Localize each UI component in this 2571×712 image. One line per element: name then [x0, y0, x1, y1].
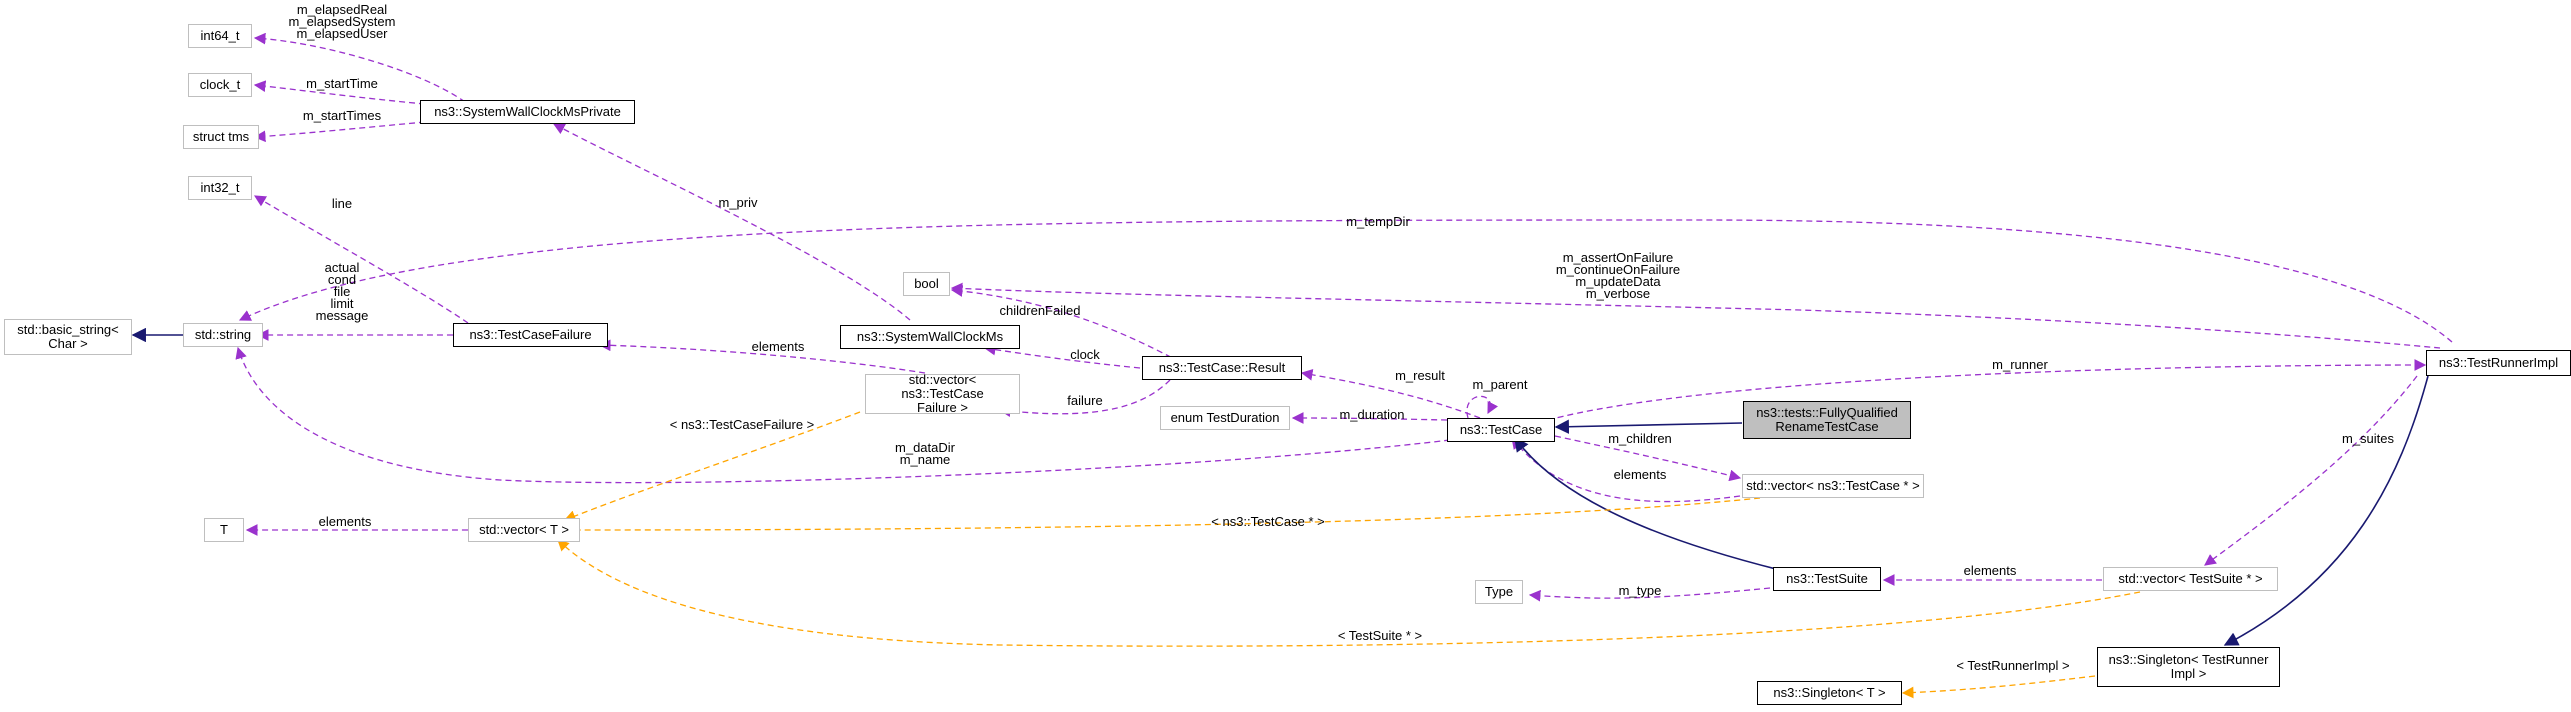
edge-inherit-testsuite	[1514, 436, 1781, 571]
label-childrenfailed: childrenFailed	[1000, 303, 1081, 318]
node-test-case-failure[interactable]: ns3::TestCaseFailure	[453, 323, 608, 347]
node-singleton-test-runner-impl[interactable]: ns3::Singleton< TestRunner Impl >	[2097, 647, 2280, 687]
edge-label-line: m_elapsedSystem	[289, 14, 396, 29]
node-test-case-result[interactable]: ns3::TestCase::Result	[1142, 356, 1302, 380]
label-children: m_children	[1608, 431, 1672, 446]
node-std-string: std::string	[183, 323, 263, 347]
edge-label-line: cond	[328, 272, 356, 287]
edge-label-line: m_assertOnFailure	[1563, 250, 1674, 265]
label-ts-template: < TestSuite * >	[1338, 628, 1422, 643]
edge-label-line: m_dataDir	[895, 440, 956, 455]
edge-label-line: m_updateData	[1575, 274, 1661, 289]
edge-label-line: m_elapsedReal	[297, 2, 387, 17]
label-tcf-template: < ns3::TestCaseFailure >	[670, 417, 815, 432]
edge-template-ts	[557, 539, 2141, 647]
edge-priv	[552, 123, 911, 321]
edge-elapsed	[253, 32, 466, 103]
label-priv: m_priv	[718, 195, 758, 210]
edge-elements-tc	[1511, 437, 1741, 503]
node-enum-test-duration: enum TestDuration	[1160, 406, 1290, 430]
label-elements-tc: elements	[1614, 467, 1667, 482]
node-vector-test-suite-ptr: std::vector< TestSuite * >	[2103, 567, 2278, 591]
node-int64-t: int64_t	[188, 24, 252, 48]
label-tc-template: < ns3::TestCase * >	[1211, 514, 1324, 529]
label-failure: failure	[1067, 393, 1102, 408]
node-struct-tms: struct tms	[183, 125, 259, 149]
label-elements-T: elements	[319, 514, 372, 529]
edge-starttimes	[253, 121, 426, 143]
edge-result	[1300, 369, 1481, 419]
node-test-runner-impl[interactable]: ns3::TestRunnerImpl	[2426, 350, 2571, 376]
edge-label-line: m_continueOnFailure	[1556, 262, 1680, 277]
node-vector-test-case-failure: std::vector< ns3::TestCase Failure >	[865, 373, 1020, 415]
edge-childrenfailed	[950, 285, 1181, 363]
edge-datadir	[235, 346, 1451, 484]
edge-runner	[1547, 359, 2427, 421]
node-T: T	[204, 518, 244, 542]
edge-children	[1554, 435, 1742, 482]
label-starttimes: m_startTimes	[303, 108, 382, 123]
edge-label-line: m_name	[900, 452, 951, 467]
label-starttime: m_startTime	[306, 76, 378, 91]
edge-elements-tcf	[598, 339, 926, 374]
edge-label-line: message	[316, 308, 369, 323]
edge-label-line: m_elapsedUser	[296, 26, 388, 41]
node-std-basic-string: std::basic_string< Char >	[4, 319, 132, 355]
label-duration: m_duration	[1339, 407, 1404, 422]
label-mtype: m_type	[1619, 583, 1662, 598]
label-runner: m_runner	[1992, 357, 2048, 372]
edge-template-tc	[564, 497, 1761, 536]
node-vector-test-case-ptr: std::vector< ns3::TestCase * >	[1742, 474, 1924, 498]
edge-label-line: file	[334, 284, 351, 299]
edge-tempdir	[238, 219, 2453, 343]
edge-line	[253, 195, 469, 324]
label-tempdir: m_tempDir	[1346, 214, 1410, 229]
node-clock-t: clock_t	[188, 73, 252, 97]
edge-label-line: m_verbose	[1586, 286, 1650, 301]
node-singleton-T[interactable]: ns3::Singleton< T >	[1757, 681, 1902, 705]
edge-label-line: actual	[325, 260, 360, 275]
label-clock: clock	[1070, 347, 1100, 362]
node-bool: bool	[903, 272, 950, 296]
node-int32-t: int32_t	[188, 176, 252, 200]
node-test-suite[interactable]: ns3::TestSuite	[1773, 567, 1881, 591]
edge-suites	[2204, 375, 2418, 566]
label-result: m_result	[1395, 368, 1445, 383]
edge-starttime	[253, 80, 426, 105]
label-elements-ts: elements	[1964, 563, 2017, 578]
edge-label-line: limit	[330, 296, 353, 311]
node-type: Type	[1475, 580, 1523, 604]
node-vector-T: std::vector< T >	[468, 518, 580, 542]
label-parent: m_parent	[1473, 377, 1528, 392]
edge-template-tcf	[563, 411, 861, 522]
edge-clock	[983, 343, 1141, 369]
edge-failure	[998, 379, 1171, 417]
node-test-case[interactable]: ns3::TestCase	[1447, 418, 1555, 442]
node-fully-qualified-rename-test-case: ns3::tests::FullyQualified RenameTestCas…	[1743, 401, 1911, 439]
edge-type	[1528, 587, 1771, 602]
edge-duration	[1291, 412, 1448, 424]
label-line: line	[332, 196, 352, 211]
edge-parent	[1466, 395, 1499, 419]
label-suites: m_suites	[2342, 431, 2395, 446]
edge-inherit-singleton	[2223, 375, 2429, 646]
edge-template-tri	[1901, 675, 2096, 699]
label-elements-tcf: elements	[752, 339, 805, 354]
node-system-wall-clock-ms-private[interactable]: ns3::SystemWallClockMsPrivate	[420, 100, 635, 124]
label-tri-template: < TestRunnerImpl >	[1956, 658, 2069, 673]
edge-runner-flags	[950, 282, 2441, 349]
edge-inherit-fqrtc	[1554, 419, 1743, 434]
node-system-wall-clock-ms[interactable]: ns3::SystemWallClockMs	[840, 325, 1020, 349]
